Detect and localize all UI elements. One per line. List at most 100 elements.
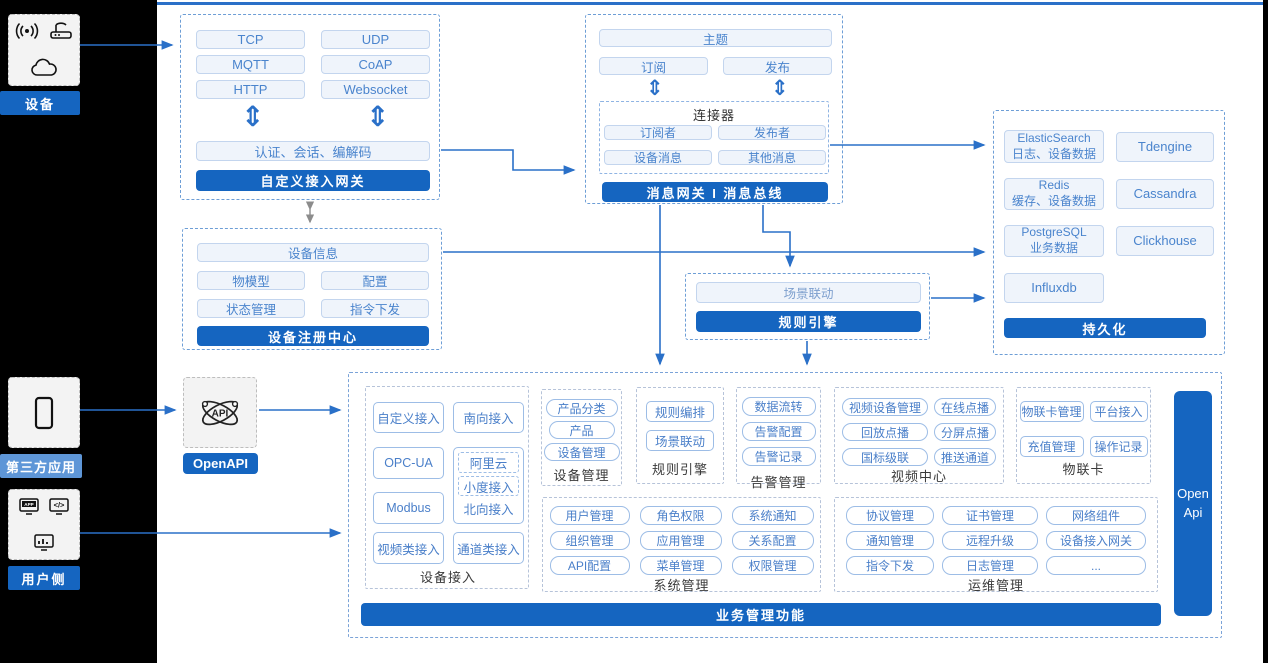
log-mgmt-pill: 日志管理	[942, 556, 1038, 575]
custom-gateway-title-bar: 自定义接入网关	[196, 170, 430, 191]
device-access-section: 自定义接入 南向接入 OPC-UA 阿里云 小度接入 北向接入 Modbus 视…	[365, 386, 529, 589]
channel-access-btn: 通道类接入	[453, 532, 524, 564]
custom-access-btn: 自定义接入	[373, 402, 444, 433]
device-registry-title-bar: 设备注册中心	[197, 326, 429, 346]
user-side-icon-box: APP </>	[8, 489, 80, 560]
rule-engine-panel: 场景联动 规则引擎	[685, 273, 930, 340]
svg-text:</>: </>	[54, 500, 65, 509]
clickhouse-box: Clickhouse	[1116, 226, 1214, 256]
protocol-mgmt-pill: 协议管理	[846, 506, 934, 525]
third-party-icon-box	[8, 377, 80, 448]
influxdb-box: Influxdb	[1004, 273, 1104, 303]
db-desc: 缓存、设备数据	[1011, 194, 1096, 208]
southbound-access-btn: 南向接入	[453, 402, 524, 433]
db-name: Redis	[1038, 178, 1070, 193]
db-name: PostgreSQL	[1021, 225, 1087, 240]
api-config-pill: API配置	[549, 556, 630, 575]
connector-box: 连接器 订阅者 发布者 设备消息 其他消息	[599, 101, 829, 174]
system-section: 用户管理 角色权限 系统通知 组织管理 应用管理 关系配置 API配置 菜单管理…	[542, 497, 821, 593]
rule-orchestration-btn: 规则编排	[646, 401, 714, 422]
modbus-btn: Modbus	[373, 492, 444, 524]
gb-cascade-pill: 国标级联	[842, 448, 928, 466]
data-flow-pill: 数据流转	[741, 397, 816, 416]
video-section: 视频设备管理 在线点播 回放点播 分屏点播 国标级联 推送通道 视频中心	[834, 387, 1004, 484]
cloud-icon	[31, 58, 57, 76]
role-permission-pill: 角色权限	[639, 506, 722, 525]
svg-text:APP: APP	[24, 502, 33, 507]
rule-engine-title-bar: 规则引擎	[696, 311, 921, 332]
org-mgmt-pill: 组织管理	[549, 531, 630, 550]
alarm-section: 数据流转 告警配置 告警记录 告警管理	[736, 387, 821, 490]
code-window-icon: </>	[49, 498, 69, 515]
openapi-badge: OpenAPI	[183, 453, 258, 474]
other-message-box: 其他消息	[718, 150, 826, 165]
iot-card-section: 物联卡管理 平台接入 充值管理 操作记录 物联卡	[1016, 387, 1151, 484]
iot-card-label: 物联卡	[1062, 462, 1105, 477]
protocol-mqtt: MQTT	[196, 55, 305, 74]
db-desc: 业务数据	[1029, 241, 1078, 255]
router-icon	[50, 22, 72, 39]
push-channel-pill: 推送通道	[934, 448, 996, 466]
scene-linkage-box: 场景联动	[696, 282, 921, 303]
openapi-icon-box: API	[183, 377, 257, 448]
elasticsearch-box: ElasticSearch 日志、设备数据	[1004, 130, 1104, 163]
protocol-udp: UDP	[321, 30, 430, 49]
top-accent-line	[157, 2, 1263, 5]
product-category-pill: 产品分类	[545, 399, 618, 417]
connector-title: 连接器	[692, 108, 735, 123]
device-access-gateway-pill: 设备接入网关	[1046, 531, 1146, 550]
subscriber-box: 订阅者	[604, 125, 712, 140]
online-play-pill: 在线点播	[934, 398, 996, 416]
product-pill: 产品	[548, 421, 615, 439]
northbound-access-label: 北向接入	[463, 503, 514, 517]
alarm-label: 告警管理	[750, 475, 807, 490]
iot-card-grid: 物联卡管理 平台接入 充值管理 操作记录	[1019, 401, 1148, 457]
device-info-box: 设备信息	[197, 243, 429, 262]
device-mgmt-pill: 设备管理	[543, 443, 620, 461]
publisher-box: 发布者	[718, 125, 826, 140]
ops-grid: 协议管理 证书管理 网络组件 通知管理 远程升级 设备接入网关 指令下发 日志管…	[846, 506, 1146, 575]
system-grid: 用户管理 角色权限 系统通知 组织管理 应用管理 关系配置 API配置 菜单管理…	[549, 506, 814, 575]
more-pill: ...	[1046, 556, 1146, 575]
opc-ua-btn: OPC-UA	[373, 447, 444, 479]
split-screen-pill: 分屏点播	[934, 423, 996, 441]
protocol-http: HTTP	[196, 80, 305, 99]
user-side-badge: 用户侧	[8, 566, 80, 590]
device-mgmt-section: 产品分类 产品 设备管理 设备管理	[541, 389, 622, 486]
subscribe-box: 订阅	[599, 57, 708, 75]
protocol-coap: CoAP	[321, 55, 430, 74]
message-gateway-panel: 主题 订阅 发布 ⇕ ⇕ 连接器 订阅者 发布者 设备消息 其他消息 消息网关 …	[585, 14, 843, 204]
operation-record-btn: 操作记录	[1089, 436, 1148, 457]
cert-mgmt-pill: 证书管理	[942, 506, 1038, 525]
video-grid: 视频设备管理 在线点播 回放点播 分屏点播 国标级联 推送通道	[842, 398, 996, 466]
video-access-btn: 视频类接入	[373, 532, 444, 564]
publish-box: 发布	[723, 57, 832, 75]
device-icon-box	[8, 14, 80, 86]
ops-section: 协议管理 证书管理 网络组件 通知管理 远程升级 设备接入网关 指令下发 日志管…	[834, 497, 1158, 593]
rule-engine-section: 规则编排 场景联动 规则引擎	[636, 387, 724, 484]
aliyun-box: 阿里云	[458, 452, 519, 473]
platform-access-btn: 平台接入	[1089, 401, 1148, 422]
network-component-pill: 网络组件	[1046, 506, 1146, 525]
alarm-record-pill: 告警记录	[741, 447, 816, 466]
chart-monitor-icon	[34, 534, 54, 551]
user-side-badge-label: 用户侧	[21, 571, 67, 587]
protocol-websocket: Websocket	[321, 80, 430, 99]
menu-mgmt-pill: 菜单管理	[639, 556, 722, 575]
command-dispatch-box: 指令下发	[321, 299, 429, 318]
session-codec-box: 认证、会话、编解码	[196, 141, 430, 161]
third-party-badge-label: 第三方应用	[5, 459, 76, 475]
protocol-tcp: TCP	[196, 30, 305, 49]
device-badge-label: 设备	[24, 96, 55, 112]
device-message-box: 设备消息	[604, 150, 712, 165]
northbound-access-btn: 阿里云 小度接入 北向接入	[453, 447, 524, 524]
svg-text:API: API	[212, 408, 229, 419]
persistence-title-bar: 持久化	[1004, 318, 1206, 338]
business-panel: 自定义接入 南向接入 OPC-UA 阿里云 小度接入 北向接入 Modbus 视…	[348, 372, 1222, 638]
custom-gateway-panel: TCP UDP MQTT CoAP HTTP Websocket ⇕ ⇕ 认证、…	[180, 14, 440, 200]
relation-config-pill: 关系配置	[731, 531, 814, 550]
up-down-arrow-icon: ⇕	[366, 100, 390, 133]
playback-pill: 回放点播	[842, 423, 928, 441]
system-label: 系统管理	[653, 578, 710, 593]
remote-upgrade-pill: 远程升级	[942, 531, 1038, 550]
